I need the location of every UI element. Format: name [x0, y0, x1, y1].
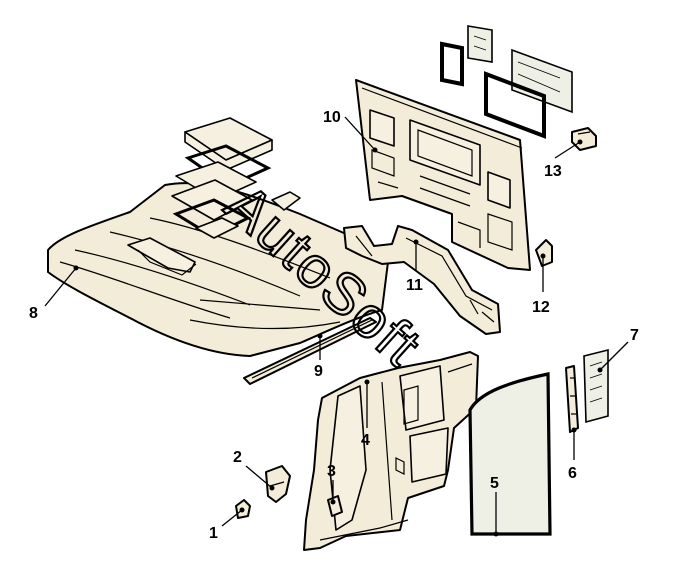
callout-9: 9 — [314, 363, 323, 380]
callout-3: 3 — [327, 463, 336, 480]
part-10-rear-panel — [355, 79, 531, 271]
part-4-side-frame — [303, 351, 479, 551]
callout-2: 2 — [233, 449, 242, 466]
part-8-roof-panel — [47, 117, 389, 357]
part-5-door-glass — [468, 372, 552, 536]
part-6-channel — [565, 365, 579, 433]
part-7-quarter-glass — [583, 348, 609, 424]
callout-10: 10 — [323, 109, 341, 126]
callout-8: 8 — [29, 305, 38, 322]
part-12-bracket — [535, 239, 553, 267]
part-2-hinge — [265, 465, 291, 503]
part-11-reinforcement — [343, 225, 501, 335]
callout-11: 11 — [406, 277, 423, 294]
part-13-clip — [571, 127, 597, 151]
callout-6: 6 — [568, 465, 577, 482]
callout-4: 4 — [361, 432, 370, 449]
callout-12: 12 — [532, 299, 550, 316]
leader-lines — [44, 116, 629, 537]
callout-7: 7 — [630, 327, 639, 344]
callout-labels: 8 9 10 13 11 12 4 5 6 7 3 2 1 — [29, 109, 639, 542]
callout-1: 1 — [209, 525, 218, 542]
part-rear-glass-set — [440, 25, 573, 139]
callout-5: 5 — [490, 475, 499, 492]
part-9-trim-strip — [243, 317, 377, 385]
callout-13: 13 — [544, 163, 562, 180]
